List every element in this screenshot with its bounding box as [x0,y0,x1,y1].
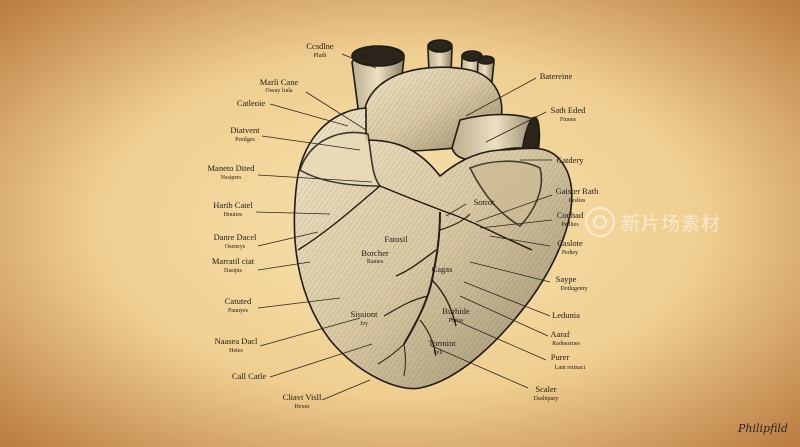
label-i6: Burhide [442,306,470,316]
label-l2: Marli Cane [260,77,299,87]
label-l5: Maneto Dited [208,163,256,173]
label-l9: Catuted [225,296,252,306]
label-l9-sub: Paunyes [228,308,249,314]
label-l12: Cliavt Visll [283,392,322,402]
label-r5: Conhad [557,210,584,220]
label-r4: Gaister Rath [556,186,599,196]
label-r8: Ledunia [552,310,580,320]
label-l2-sub: Oseay lrala [265,88,292,94]
label-l10-sub: Hetes [229,348,243,354]
label-r9-sub: Radnesrnes [552,341,580,347]
label-r11: Scaler [535,384,556,394]
watermark-logo-icon [585,207,615,237]
label-l10: Naasea Dacl [215,336,258,346]
label-r2-sub: Ftunes [560,117,577,123]
label-l11: Call Catle [232,371,266,381]
label-l8-sub: Dasipts [224,268,243,274]
label-i6-sub: Purtss [449,318,464,324]
label-l5-sub: Nssipers [221,175,242,181]
label-r6-sub: Pedtey [562,250,578,256]
label-r10-sub: Lant retinact [555,365,586,371]
label-r3: Catdery [557,155,585,165]
leader-lines [255,53,553,401]
aorta-branch-1-opening [427,39,453,53]
label-l4-sub: Pestlges [235,137,255,143]
label-i5: Sissiont [351,309,379,319]
aorta-branch-3-opening [477,55,495,65]
atrioventricular-groove [297,185,533,251]
label-l7-sub: Oseneys [225,244,246,250]
coronary-artery [377,211,471,377]
label-l4: Diatvent [230,125,260,135]
label-r11-sub: Dashipary [534,396,559,402]
label-r6: Caslote [557,238,583,248]
heart-illustration [293,39,573,390]
label-l7: Danre Dacel [214,232,257,242]
label-l3: Catleoie [237,98,266,108]
label-l12-sub: Hexes [295,404,311,410]
label-r10: Purer [551,352,570,362]
label-l1-sub: Plutli [313,53,326,59]
label-l6: Harib Catel [213,200,253,210]
label-l1: Ccsdlne [306,41,334,51]
vena-cava-opening [351,45,405,67]
label-r2: Sath Eded [551,105,586,115]
inner-labels: Sotrot Fatosil Borcher Rautes Cagas Siss… [351,197,495,356]
label-r7: Saype [556,274,577,284]
label-i7: Tormint [428,338,456,348]
left-labels: Ccsdlne Plutli Marli Cane Oseay lrala Ca… [208,41,334,410]
label-l6-sub: Hnuties [224,212,243,218]
label-r4-sub: Peslies [569,198,586,204]
label-i4: Cagas [432,264,453,274]
artist-signature: Philipfild [737,422,788,435]
label-r1: Batereine [540,71,573,81]
watermark-text: 新片场素材 [621,212,722,235]
right-labels: Batereine Sath Eded Ftunes Catdery Gaist… [534,71,599,402]
label-i2: Fatosil [384,234,408,244]
watermark: 新片场素材 [585,207,721,237]
label-i3: Borcher [361,248,389,258]
label-i5-sub: Jey [360,321,368,327]
label-i3-sub: Rautes [367,259,384,265]
label-r7-sub: Dotlugenry [560,286,587,292]
label-l8: Marratil ciat [212,256,255,266]
right-atrium [299,131,382,187]
label-r9: Aaraf [550,329,570,339]
label-r5-sub: Pedlies [561,222,579,228]
label-i1: Sotrot [474,197,495,207]
label-i7-sub: Fell [433,350,443,356]
